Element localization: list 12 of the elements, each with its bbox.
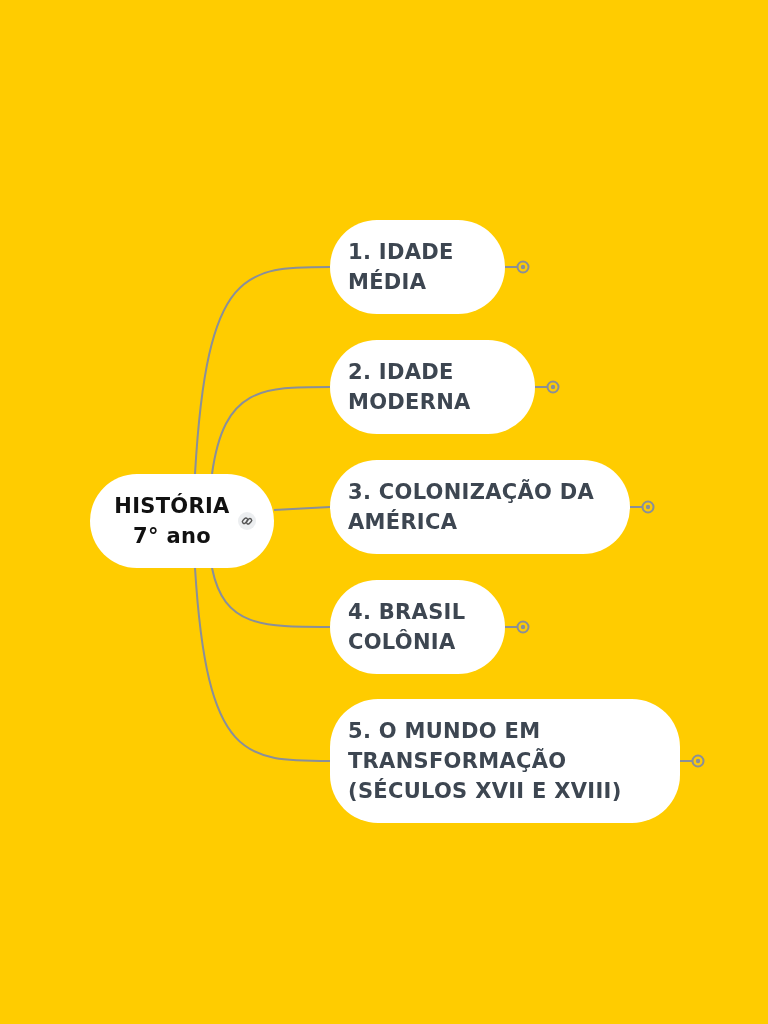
topic-text: 3. COLONIZAÇÃO DA AMÉRICA — [348, 478, 596, 536]
topic-box — [330, 699, 680, 823]
topic-text: HISTÓRIA 7° ano — [113, 492, 231, 550]
connector-line — [194, 266, 331, 475]
topic-text: 2. IDADE MODERNA — [348, 359, 472, 416]
connector-line — [211, 567, 331, 628]
connector-line — [273, 506, 331, 511]
topic-text: 1. IDADE MÉDIA — [348, 239, 455, 296]
topic-text: 5. O MUNDO EM TRANSFORMAÇÃO (SÉCULOS XVII E XVIII) — [348, 718, 623, 805]
topic-text: 4. BRASIL COLÔNIA — [348, 599, 467, 656]
connector-line — [194, 567, 331, 762]
connector-line — [211, 386, 331, 475]
